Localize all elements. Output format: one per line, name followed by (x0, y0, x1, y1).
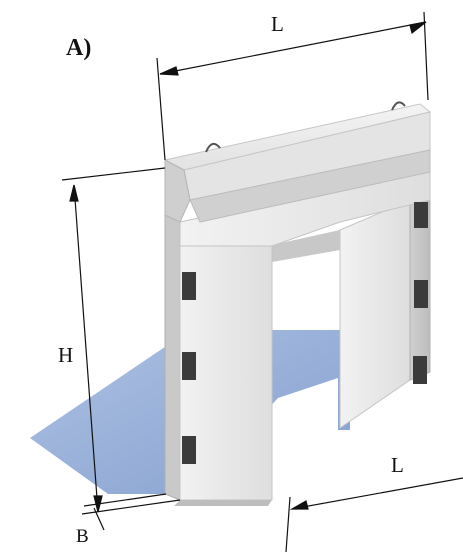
dimension-label-height: H (58, 343, 74, 367)
dimension-label-thickness: B (76, 526, 89, 547)
socket (182, 352, 196, 380)
socket (182, 272, 196, 300)
dimension-label-length-bottom: L (391, 453, 404, 477)
lifting-loop-right (391, 101, 406, 111)
dimension-thickness (81, 493, 181, 531)
panel-label: A) (66, 35, 92, 61)
dimension-length-top (156, 11, 429, 161)
top-crossbar (163, 103, 432, 223)
lifting-loop-left (205, 142, 221, 153)
socket (182, 436, 196, 464)
dimension-length-bottom (285, 477, 463, 552)
dimension-label-length-top: L (271, 12, 284, 36)
socket (414, 280, 428, 308)
left-leg (164, 159, 273, 506)
socket (414, 202, 428, 228)
socket (413, 356, 427, 384)
beam-underside (272, 230, 340, 262)
